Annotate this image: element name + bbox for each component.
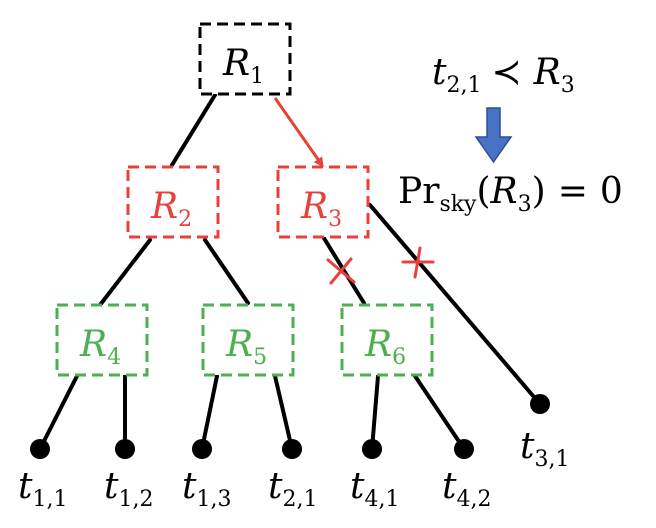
leaf-label-t12: t1,2: [104, 466, 153, 512]
node-r6: R6: [340, 303, 434, 377]
node-label-r3: R3: [300, 186, 342, 232]
edge-r1-r2: [170, 93, 217, 167]
node-label-r1: R1: [222, 43, 264, 89]
node-label-r2: R2: [150, 186, 192, 232]
prune-mark-r3-r6: [326, 257, 356, 285]
node-label-r4: R4: [79, 324, 121, 370]
node-box-r3: [276, 165, 370, 239]
edge-r5-t21: [273, 374, 294, 451]
tree-edges: [38, 93, 542, 451]
node-box-r1: [198, 22, 292, 96]
node-r5: R5: [201, 303, 295, 377]
down-arrow-icon: [474, 107, 513, 164]
annotations: t2,1≺R3 Prsky(R3)=0: [398, 52, 623, 217]
leaf-label-t42: t4,2: [442, 466, 491, 512]
leaf-label-t21: t2,1: [268, 466, 317, 512]
leaf-dot-t42: [454, 439, 474, 459]
edge-r4-t11: [38, 374, 79, 451]
prune-mark-r3-t31: [401, 246, 435, 279]
edge-r3-t31: [368, 203, 542, 406]
probability-formula: Prsky(R3)=0: [398, 171, 623, 217]
leaf-label-t41: t4,1: [350, 466, 399, 512]
tree-nodes: R1 R2 R3 R4 R5 R6: [55, 22, 434, 377]
edge-r5-t13: [200, 374, 219, 451]
leaf-dot-t11: [30, 439, 50, 459]
leaf-dot-t31: [530, 394, 550, 414]
node-r2: R2: [126, 165, 220, 239]
node-label-r5: R5: [225, 324, 267, 370]
edge-r2-r4: [98, 238, 152, 307]
edge-r2-r5: [203, 238, 250, 305]
leaf-dot-t21: [282, 439, 302, 459]
node-box-r5: [201, 303, 295, 377]
node-box-r4: [55, 303, 149, 377]
leaf-label-t11: t1,1: [18, 466, 67, 512]
leaf-dot-t41: [362, 439, 382, 459]
node-r1: R1: [198, 22, 292, 96]
leaf-label-t13: t1,3: [182, 466, 231, 512]
leaf-dot-t12: [115, 439, 135, 459]
edge-r6-t42: [413, 374, 466, 451]
node-box-r2: [126, 165, 220, 239]
dominance-formula: t2,1≺R3: [432, 52, 575, 98]
leaf-dot-t13: [192, 439, 212, 459]
tree-leaves: t1,1 t1,2 t1,3 t2,1 t4,1 t4,2 t3,1: [18, 394, 569, 512]
node-r4: R4: [55, 303, 149, 377]
leaf-label-t31: t3,1: [520, 426, 569, 472]
traversal-arrow: [273, 97, 324, 168]
node-r3: R3: [276, 165, 370, 239]
node-label-r6: R6: [364, 324, 406, 370]
prune-marks: [326, 246, 435, 285]
edge-r6-t41: [370, 374, 380, 451]
node-box-r6: [340, 303, 434, 377]
